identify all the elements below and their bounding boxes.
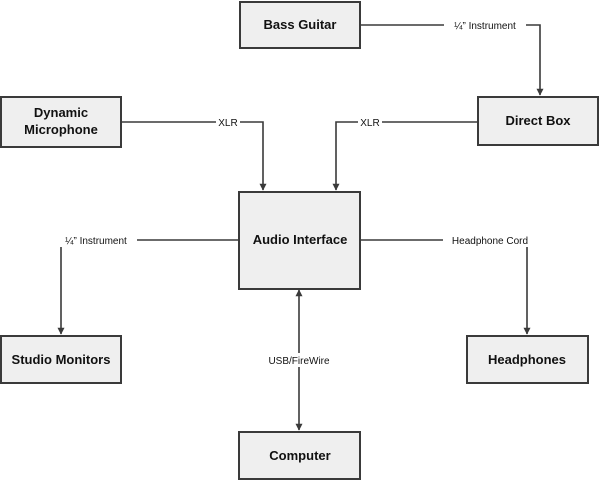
direct-box-box: Direct Box: [477, 96, 599, 146]
wire-direct-box-to-interface: [332, 121, 478, 191]
studio-monitors-box: Studio Monitors: [0, 335, 122, 384]
headphones-box: Headphones: [466, 335, 589, 384]
audio-interface-box: Audio Interface: [238, 191, 361, 290]
label-interface-to-monitors: ¼” Instrument: [55, 233, 137, 247]
direct-box-label: Direct Box: [505, 113, 571, 128]
label-bass-to-direct-box: ¼” Instrument: [444, 18, 526, 32]
computer-label: Computer: [269, 448, 330, 463]
label-interface-to-computer: USB/FireWire: [256, 353, 342, 367]
bass-guitar-label: Bass Guitar: [264, 17, 337, 32]
svg-text:¼” Instrument: ¼” Instrument: [65, 235, 127, 247]
audio-interface-label: Audio Interface: [253, 232, 348, 247]
wire-bass-to-direct-box: [360, 24, 544, 96]
label-interface-to-headphones: Headphone Cord: [443, 233, 537, 247]
dynamic-microphone-label-line2: Microphone: [24, 122, 98, 137]
computer-box: Computer: [238, 431, 361, 480]
wire-interface-to-headphones: [360, 239, 531, 335]
wire-mic-to-interface: [121, 121, 267, 191]
label-mic-to-interface: XLR: [216, 115, 240, 129]
wire-interface-to-monitors: [57, 239, 239, 335]
label-direct-box-to-interface: XLR: [358, 115, 382, 129]
dynamic-microphone-label-line1: Dynamic: [34, 105, 88, 120]
svg-text:USB/FireWire: USB/FireWire: [268, 356, 330, 367]
bass-guitar-box: Bass Guitar: [239, 1, 361, 49]
headphones-label: Headphones: [488, 352, 566, 367]
dynamic-microphone-box: Dynamic Microphone: [0, 96, 122, 148]
svg-text:XLR: XLR: [360, 118, 379, 129]
svg-text:XLR: XLR: [218, 118, 237, 129]
svg-text:¼” Instrument: ¼” Instrument: [454, 20, 516, 32]
studio-monitors-label: Studio Monitors: [12, 352, 111, 367]
svg-text:Headphone Cord: Headphone Cord: [452, 236, 528, 247]
